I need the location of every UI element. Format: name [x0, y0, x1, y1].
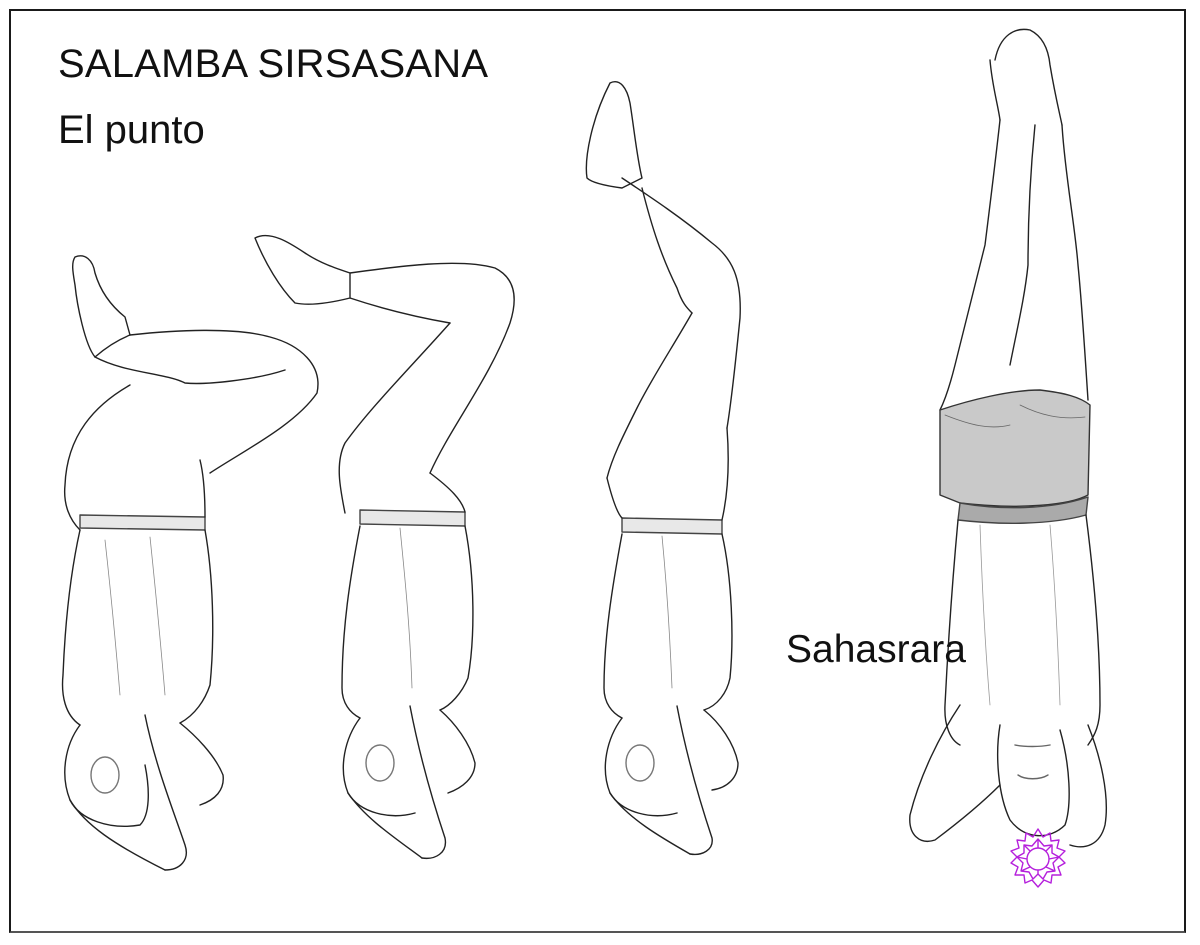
headstand-figure-2: [250, 228, 550, 888]
headstand-figure-3: [582, 78, 762, 878]
headstand-figure-4: [900, 25, 1130, 895]
crown-chakra-lotus-icon: [1006, 825, 1070, 893]
poster-title: SALAMBA SIRSASANA: [58, 42, 489, 86]
poster-subtitle: El punto: [58, 108, 205, 152]
headstand-figure-1: [55, 245, 325, 885]
sahasrara-label: Sahasrara: [786, 628, 966, 671]
